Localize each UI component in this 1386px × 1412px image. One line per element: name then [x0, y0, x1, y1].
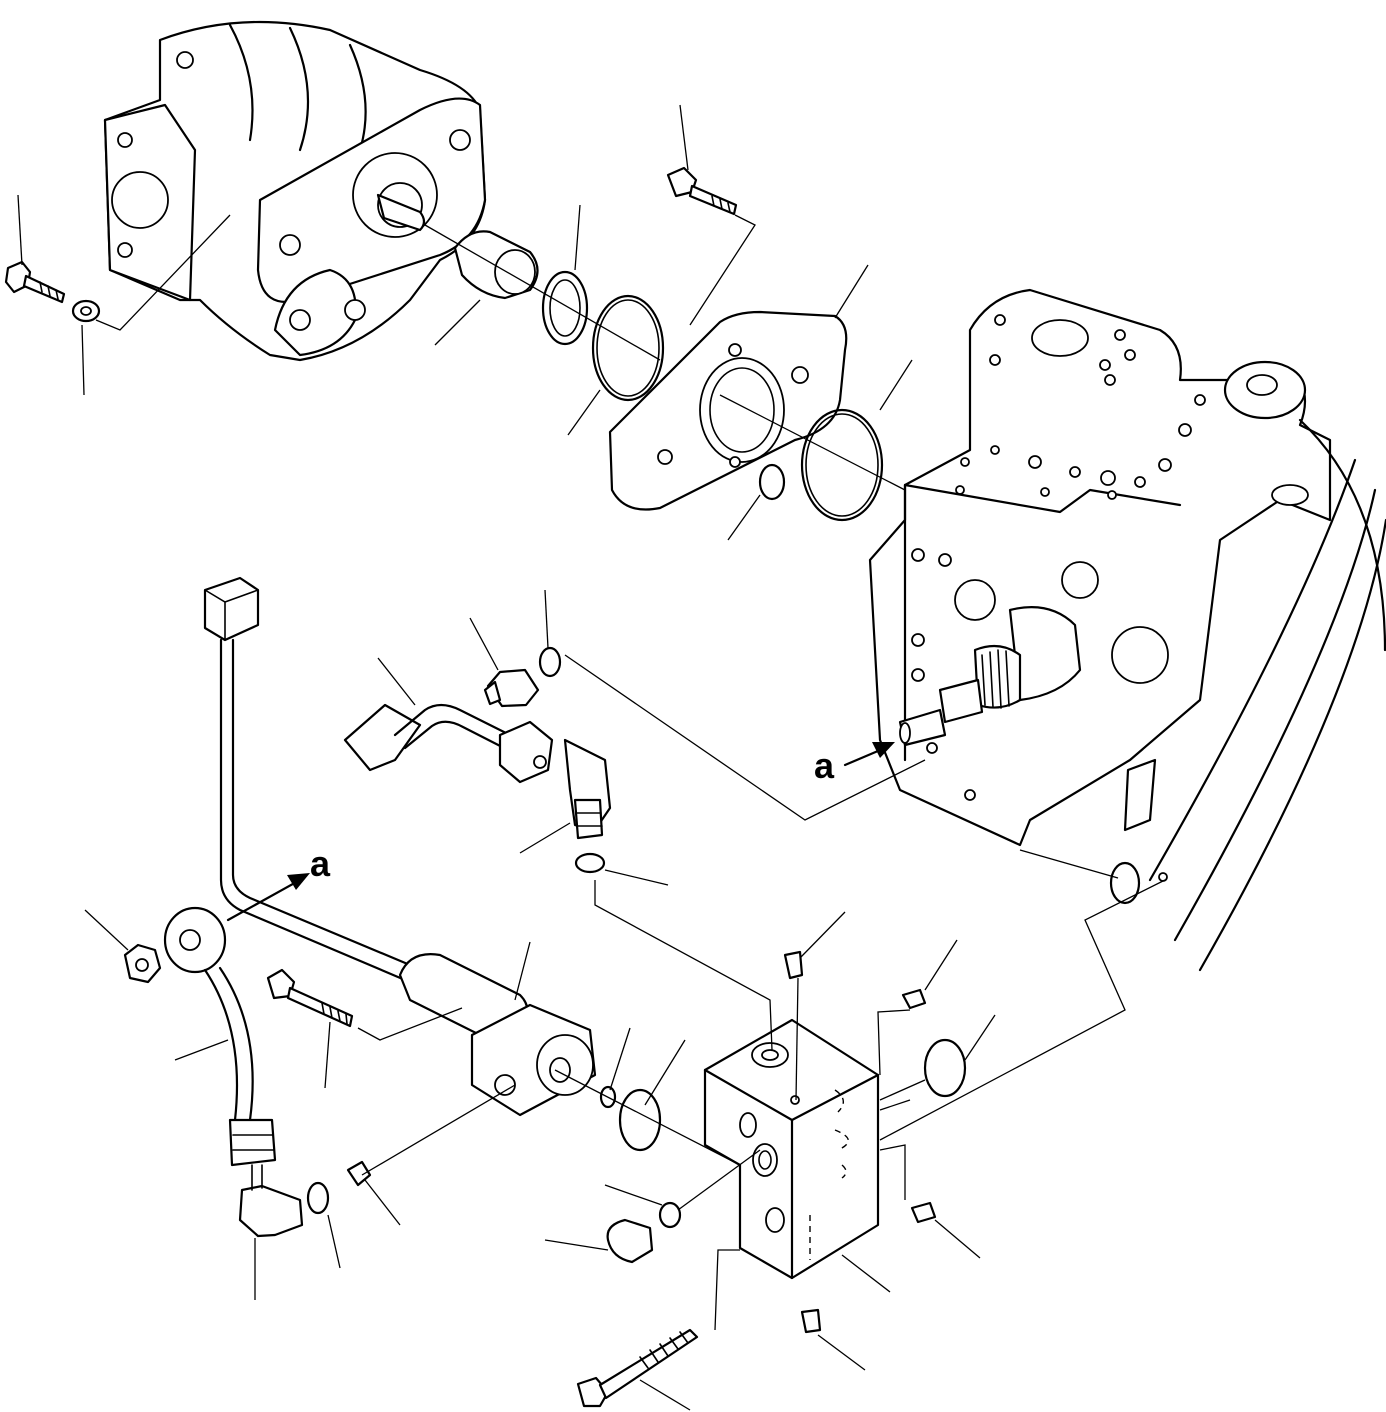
sensor-o-ring	[599, 1085, 662, 1152]
tube-assembly	[163, 906, 304, 1238]
valve-screws	[658, 950, 967, 1334]
snap-ring	[541, 270, 589, 346]
speed-sensor	[398, 953, 597, 1117]
o-ring-large	[591, 294, 665, 402]
sensor-connector	[203, 576, 260, 642]
callout-a-housing: a	[814, 742, 895, 786]
plug-small	[346, 1160, 372, 1187]
hose-assembly	[343, 703, 612, 840]
cap-plug	[606, 1218, 654, 1264]
adapter-flange	[608, 310, 848, 511]
washer	[71, 299, 101, 323]
nut	[123, 943, 162, 984]
sensor-bolt	[266, 968, 354, 1028]
fitting-top	[483, 646, 562, 708]
elbow-bottom-o-ring	[574, 852, 606, 874]
gear-pump	[103, 20, 487, 362]
pump-mounting-bolt	[4, 260, 66, 304]
callout-label-a-tube: a	[310, 843, 331, 884]
coupling-sleeve	[453, 230, 539, 300]
ring-housing	[1109, 418, 1386, 972]
o-ring-small	[758, 463, 786, 501]
callout-label-a-housing: a	[814, 745, 835, 786]
transmission-housing	[868, 288, 1332, 847]
sensor-cable	[219, 638, 412, 982]
leader-lines	[17, 104, 1166, 1411]
flange-bolt	[666, 166, 738, 216]
valve-block	[703, 1018, 880, 1280]
elbow-o-ring	[306, 1181, 330, 1215]
o-ring-large-right	[800, 408, 884, 522]
callout-a-tube: a	[226, 843, 331, 922]
long-bolt	[576, 1328, 699, 1408]
